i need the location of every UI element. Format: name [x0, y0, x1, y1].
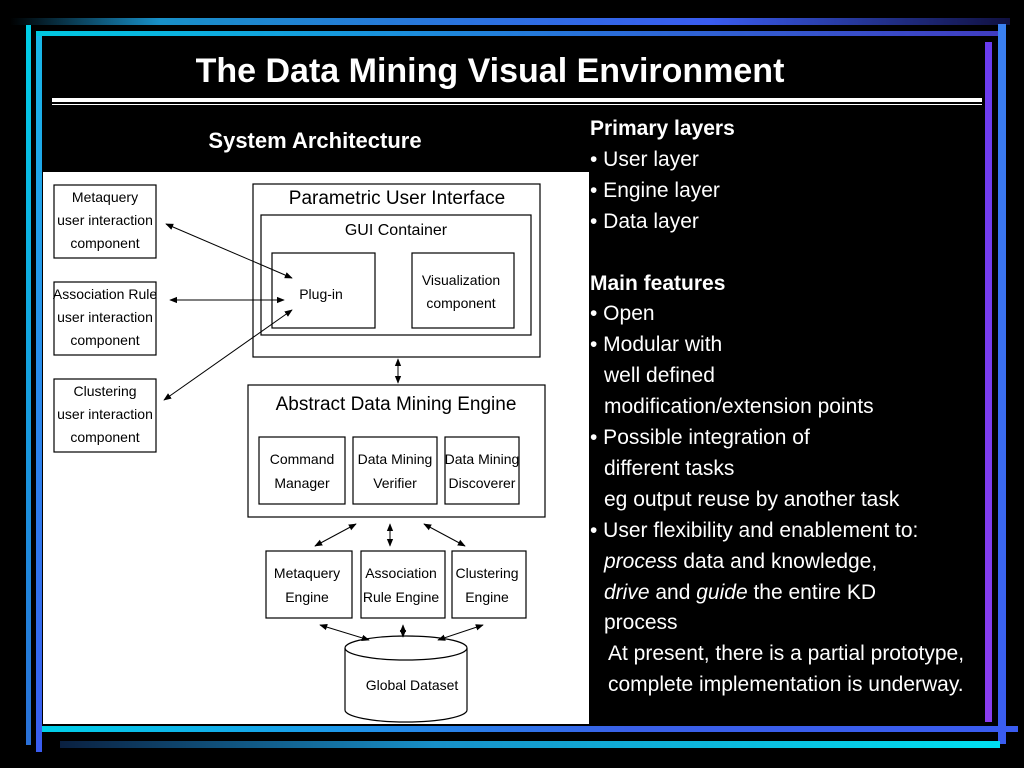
right-frame-bar	[998, 24, 1006, 744]
association-engine-label-2: Rule Engine	[363, 589, 439, 605]
association-engine-label-1: Association	[365, 565, 437, 581]
feature-modular: • Modular with	[590, 333, 723, 357]
and-text: and	[649, 580, 697, 604]
architecture-svg: Metaquery user interaction component Ass…	[53, 183, 546, 723]
feature-flexibility: • User flexibility and enablement to:	[590, 518, 919, 542]
association-ui-box	[53, 281, 157, 356]
command-manager-label-1: Command	[270, 451, 335, 467]
title-underline-thin	[52, 104, 982, 105]
status-note: At present, there is a partial prototype…	[608, 642, 965, 696]
left-frame-bar-inner	[36, 36, 42, 752]
association-ui-label-3: component	[70, 332, 139, 348]
top-frame-bar-inner	[36, 31, 1000, 36]
feature-list: Primary layers • User layer • Engine lay…	[590, 114, 1010, 639]
command-manager-box	[258, 436, 346, 505]
process-rest: data and knowledge,	[677, 549, 878, 573]
discoverer-box	[444, 436, 520, 505]
feature-integration-cont: eg output reuse by another task	[604, 487, 900, 511]
clustering-engine-label-1: Clustering	[455, 565, 518, 581]
feature-flexibility-end: process	[604, 611, 678, 635]
arrow-engine-clustering	[423, 523, 466, 547]
verifier-label-2: Verifier	[373, 475, 417, 491]
metaquery-ui-label-2: user interaction	[57, 212, 153, 228]
association-ui-label-1: Association Rule	[53, 286, 157, 302]
metaquery-engine-box	[265, 550, 353, 619]
plugin-label: Plug-in	[299, 286, 343, 302]
feature-integration: • Possible integration of	[590, 426, 810, 450]
clustering-ui-label-2: user interaction	[57, 406, 153, 422]
primary-layer-item: • Data layer	[590, 209, 699, 233]
dataset-cylinder-body	[344, 648, 468, 723]
primary-layer-item: • User layer	[590, 147, 699, 171]
metaquery-ui-label-1: Metaquery	[72, 189, 138, 205]
plugin-box	[271, 252, 376, 329]
arrow-metaquery-dataset	[319, 624, 370, 641]
slide-title: The Data Mining Visual Environment	[195, 52, 785, 90]
clustering-ui-label-1: Clustering	[73, 383, 136, 399]
parametric-ui-label: Parametric User Interface	[289, 188, 505, 209]
arrow-engine-metaquery	[314, 523, 357, 547]
left-frame-bar	[26, 25, 31, 745]
clustering-engine-box	[451, 550, 527, 619]
primary-layer-item: • Engine layer	[590, 178, 720, 202]
bottom-frame-bar	[42, 726, 1018, 732]
engine-label: Abstract Data Mining Engine	[276, 394, 517, 415]
primary-layers-heading: Primary layers	[590, 117, 735, 140]
title-underline-thick	[52, 98, 982, 102]
clustering-ui-box	[53, 378, 157, 453]
metaquery-ui-box	[53, 184, 157, 259]
feature-open: • Open	[590, 302, 655, 326]
visualization-label-1: Visualization	[422, 272, 500, 288]
clustering-ui-label-3: component	[70, 429, 139, 445]
visualization-box	[411, 252, 515, 329]
command-manager-label-2: Manager	[274, 475, 330, 491]
metaquery-engine-label-2: Engine	[285, 589, 329, 605]
feature-modular-cont: well defined	[604, 364, 715, 388]
process-emphasis: process	[604, 549, 678, 573]
metaquery-ui-label-3: component	[70, 235, 139, 251]
right-frame-bar-inner	[985, 42, 992, 722]
feature-flexibility-drive: drive and guide the entire KD	[590, 578, 1010, 609]
diagram-heading: System Architecture	[208, 128, 422, 153]
arrow-metaquery-plugin	[165, 223, 293, 279]
top-frame-bar	[10, 18, 1010, 25]
clustering-engine-label-2: Engine	[465, 589, 509, 605]
metaquery-engine-label-1: Metaquery	[274, 565, 340, 581]
drive-emphasis: drive	[604, 580, 650, 604]
gui-container-label: GUI Container	[345, 222, 448, 239]
verifier-box	[352, 436, 438, 505]
feature-flexibility-process: process data and knowledge,	[590, 547, 1010, 578]
main-features-heading: Main features	[590, 271, 726, 295]
visualization-label-2: component	[426, 295, 495, 311]
spacer	[590, 238, 1010, 269]
engine-box	[247, 384, 546, 518]
association-ui-label-2: user interaction	[57, 309, 153, 325]
kd-text: the entire KD	[747, 580, 877, 604]
discoverer-label-2: Discoverer	[449, 475, 516, 491]
verifier-label-1: Data Mining	[358, 451, 433, 467]
dataset-cylinder-top	[344, 635, 468, 661]
association-engine-box	[360, 550, 446, 619]
feature-modular-cont: modification/extension points	[604, 395, 874, 419]
arrow-clustering-dataset	[437, 624, 484, 641]
discoverer-label-1: Data Mining	[445, 451, 520, 467]
parametric-ui-box	[252, 183, 541, 358]
bottom-frame-bar-inner	[60, 741, 1000, 748]
architecture-diagram: Metaquery user interaction component Ass…	[43, 172, 589, 724]
feature-integration-cont: different tasks	[604, 456, 735, 480]
arrow-clustering-plugin	[163, 309, 293, 401]
dataset-label: Global Dataset	[366, 677, 459, 693]
guide-emphasis: guide	[696, 580, 748, 604]
